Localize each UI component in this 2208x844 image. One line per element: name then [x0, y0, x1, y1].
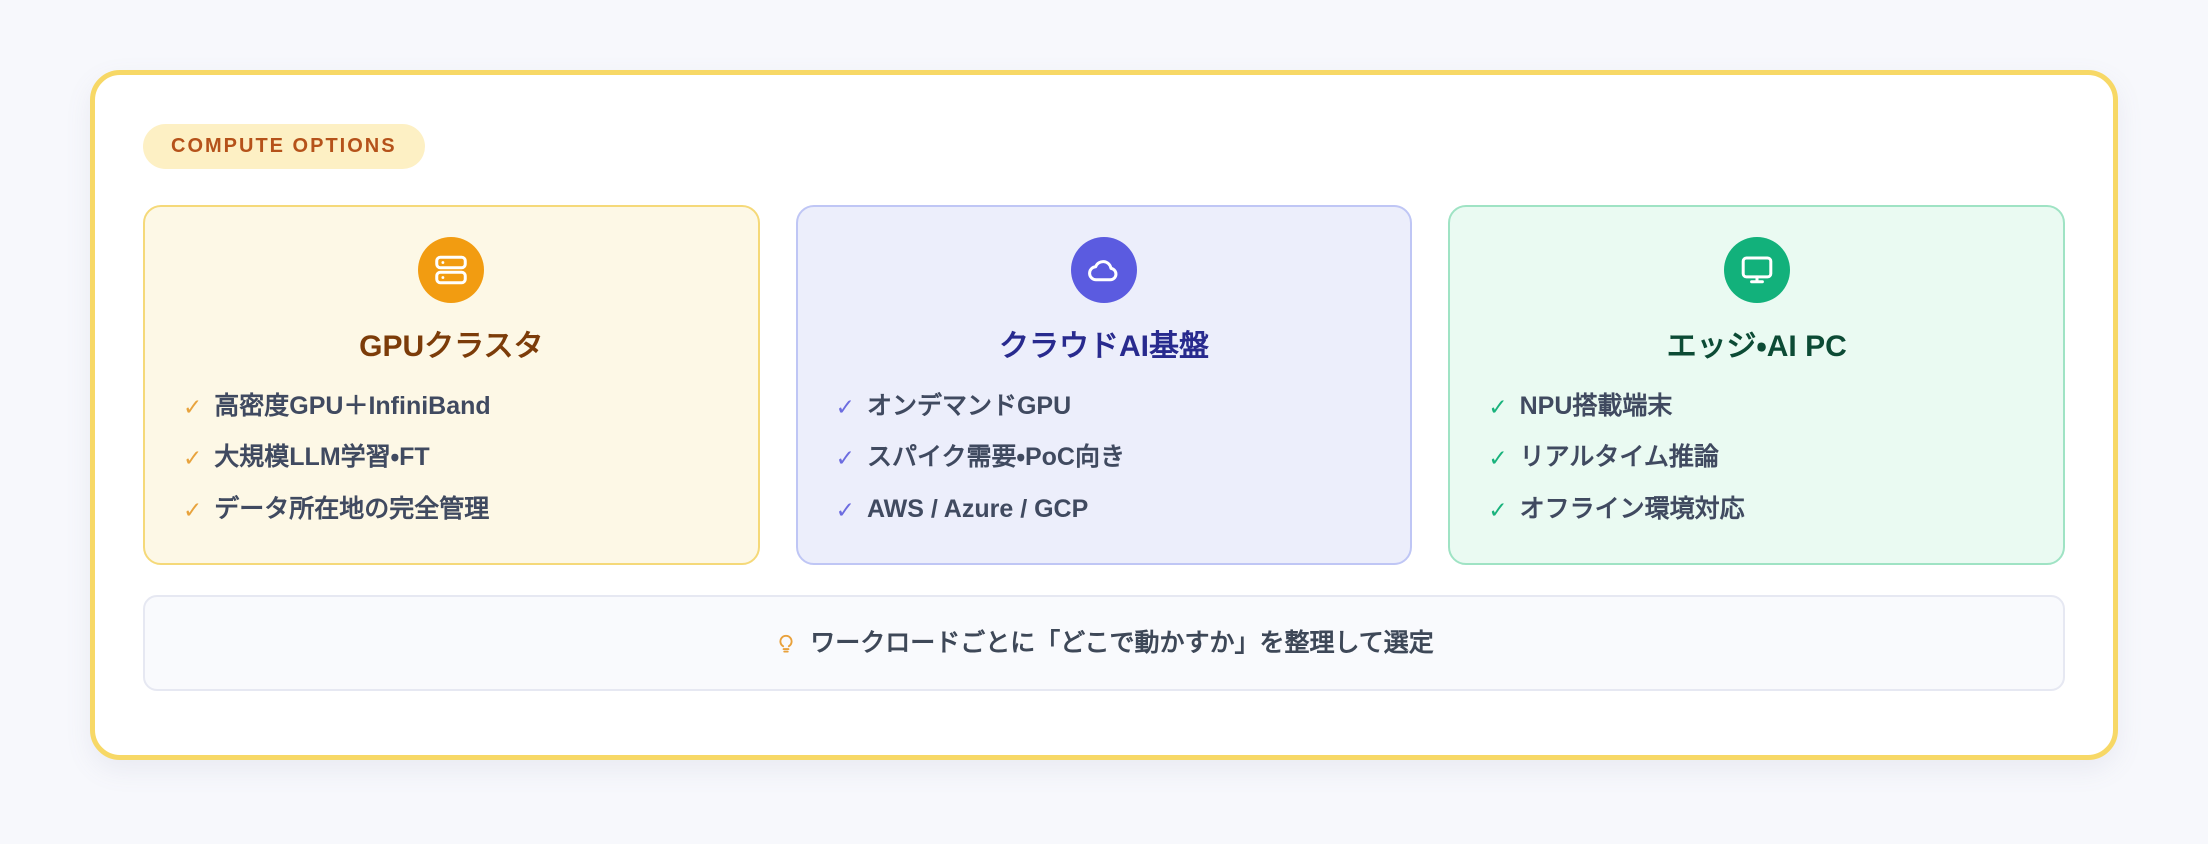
feature-item: ✓ オンデマンドGPU: [836, 391, 1391, 422]
feature-list: ✓ NPU搭載端末 ✓ リアルタイム推論 ✓ オフライン環境対応: [1450, 391, 2063, 525]
feature-list: ✓ オンデマンドGPU ✓ スパイク需要・PoC向き ✓ AWS / Azure…: [798, 391, 1411, 525]
feature-label: オフライン環境対応: [1519, 494, 1745, 523]
feature-label: AWS / Azure / GCP: [866, 494, 1089, 523]
check-icon: ✓: [835, 445, 855, 472]
summary-note-text: ワークロードごとに「どこで動かすか」を整理して選定: [810, 628, 1434, 657]
option-card-cloud-ai[interactable]: クラウドAI基盤 ✓ オンデマンドGPU ✓ スパイク需要・PoC向き ✓ AW…: [795, 205, 1413, 565]
feature-item: ✓ AWS / Azure / GCP: [836, 494, 1391, 525]
check-icon: ✓: [835, 394, 855, 420]
card-title: エッジ・AI PC: [1666, 330, 1847, 363]
cloud-icon: [1071, 237, 1137, 303]
section-badge: COMPUTE OPTIONS: [143, 123, 425, 169]
feature-label: オンデマンドGPU: [866, 392, 1072, 420]
monitor-icon: [1723, 237, 1790, 303]
feature-label: NPU搭載端末: [1519, 392, 1673, 420]
feature-item: ✓ 大規模LLM学習・FT: [183, 442, 738, 473]
check-icon: ✓: [1488, 496, 1508, 523]
summary-note: ワークロードごとに「どこで動かすか」を整理して選定: [143, 595, 2065, 691]
compute-options-panel: COMPUTE OPTIONS GPUクラスタ ✓ 高密度G: [90, 70, 2118, 760]
badge-row: COMPUTE OPTIONS: [143, 119, 2065, 173]
option-cards: GPUクラスタ ✓ 高密度GPU＋InfiniBand ✓ 大規模LLM学習・F…: [143, 205, 2066, 565]
feature-label: リアルタイム推論: [1519, 443, 1719, 472]
feature-item: ✓ データ所在地の完全管理: [183, 494, 738, 525]
card-title: クラウドAI基盤: [999, 330, 1209, 363]
feature-item: ✓ オフライン環境対応: [1488, 494, 2043, 525]
feature-item: ✓ スパイク需要・PoC向き: [836, 442, 1391, 473]
feature-label: 大規模LLM学習・FT: [214, 443, 430, 472]
check-icon: ✓: [183, 496, 203, 523]
feature-item: ✓ リアルタイム推論: [1488, 442, 2043, 473]
feature-label: 高密度GPU＋InfiniBand: [214, 392, 491, 420]
feature-list: ✓ 高密度GPU＋InfiniBand ✓ 大規模LLM学習・FT ✓ データ所…: [145, 391, 758, 525]
check-icon: ✓: [1488, 394, 1508, 420]
feature-label: スパイク需要・PoC向き: [866, 443, 1125, 472]
option-card-edge-ai-pc[interactable]: エッジ・AI PC ✓ NPU搭載端末 ✓ リアルタイム推論 ✓ オフライン環境…: [1448, 205, 2066, 565]
option-card-gpu-cluster[interactable]: GPUクラスタ ✓ 高密度GPU＋InfiniBand ✓ 大規模LLM学習・F…: [143, 205, 760, 565]
feature-item: ✓ NPU搭載端末: [1488, 391, 2043, 422]
feature-item: ✓ 高密度GPU＋InfiniBand: [183, 391, 738, 422]
feature-label: データ所在地の完全管理: [214, 494, 490, 523]
check-icon: ✓: [1488, 445, 1508, 472]
server-icon: [418, 237, 485, 303]
check-icon: ✓: [183, 394, 203, 420]
check-icon: ✓: [183, 445, 203, 472]
lightbulb-icon: [774, 631, 798, 655]
check-icon: ✓: [835, 496, 855, 523]
card-title: GPUクラスタ: [359, 330, 544, 363]
